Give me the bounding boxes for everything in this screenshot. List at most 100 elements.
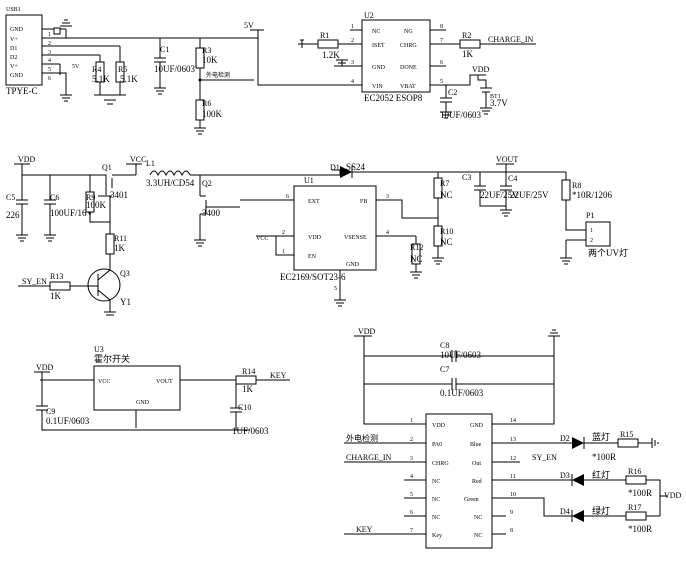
mcu-pin-key: Key [432,533,442,539]
vout-rail: VOUT [420,155,566,173]
r15-value: *100R [592,452,616,462]
chip-u2: U2 1 2 3 4 NC ISET GND VIN NG CHRG DONE … [336,11,470,103]
chip-mcu: 1 2 3 4 5 6 7 VDD PA0 CHRG NC NC NC Key … [404,413,520,549]
vdd-label-led: VDD [664,491,682,500]
u1-pin-gnd: GND [346,262,360,268]
usb-pin-vplus1: V+ [10,37,18,43]
svg-text:13: 13 [510,437,516,443]
svg-text:5: 5 [48,67,51,73]
u1-pin-en: EN [308,254,317,260]
svg-text:14: 14 [510,418,516,424]
resistor-r5: R5 5.1K [94,46,138,105]
c6-name: C6 [50,193,59,202]
svg-text:1: 1 [48,32,51,38]
resistor-r12: R12 NC [410,236,423,279]
mcu-net-key: KEY [356,525,373,534]
d2-name: D2 [560,434,570,443]
r1-value: 1.2K [322,50,340,60]
c10-name: C10 [238,403,251,412]
svg-text:12: 12 [510,456,516,462]
svg-text:3: 3 [386,194,389,200]
u1-part: EC2169/SOT23-6 [280,272,346,282]
r17-name: R17 [628,503,641,512]
svg-text:4: 4 [410,474,413,480]
mcu-pin-nc9: NC [474,515,482,521]
r10-value: NC [440,237,453,247]
c9-value: 0.1UF/0603 [46,416,90,426]
c5-value: 226 [6,210,20,220]
key-net-hall: KEY [270,371,287,380]
resistor-r6: R6 100K [194,99,223,135]
u2-pin-nc: NC [372,29,380,35]
c3-name: C3 [462,173,471,182]
c8-value: 10UF/0603 [440,350,482,360]
svg-text:3: 3 [410,456,413,462]
d1-part: SS24 [346,162,366,172]
r16-value: *100R [628,488,652,498]
r7-value: NC [440,190,453,200]
usb-pin-d1: D1 [10,46,17,52]
mcu-pin-nc6: NC [432,515,440,521]
p1-name: P1 [586,211,594,220]
u2-pin-chrg: CHRG [400,43,417,49]
r8-name: R8 [572,181,581,190]
q1-name: Q1 [102,163,112,172]
svg-text:3: 3 [48,50,51,56]
resistor-r11: R11 1K [105,196,127,266]
r13-value: 1K [50,291,62,301]
c4-name: C4 [508,174,517,183]
led-d2: D2 蓝灯 R15 *100R [520,430,659,462]
svg-text:6: 6 [410,510,413,516]
r14-value: 1K [242,384,254,394]
capacitor-c6: C6 100UF/16V [44,175,94,242]
capacitor-c10: C10 1UF/0603 [230,380,269,436]
c1-value: 10UF/0603 [154,64,196,74]
u3-pin-vcc: VCC [98,379,110,385]
r3-value: 10K [202,55,218,65]
svg-text:9: 9 [510,510,513,516]
capacitor-c5: C5 226 [6,175,28,242]
resistor-r10: R10 NC [432,225,453,265]
svg-text:1: 1 [410,418,413,424]
mcu-pin-pa0: PA0 [432,442,442,448]
resistor-r2: R2 1K CHARGE_IN [459,31,536,59]
mcu-pin-vdd: VDD [432,423,446,429]
u2-pin-vin: VIN [372,84,383,90]
vdd-label-mid: VDD [18,155,36,164]
u1-pin-fb: FB [360,199,367,205]
chip-u3: U3 霍尔开关 VCC VOUT GND [40,345,236,428]
u1-name: U1 [304,176,314,185]
svg-text:2: 2 [410,437,413,443]
c5-name: C5 [6,193,15,202]
r6-name: R6 [202,99,211,108]
d2-label: 蓝灯 [592,431,610,442]
diode-d1: D1 SS24 [330,162,420,178]
svg-text:7: 7 [410,528,413,534]
resistor-r7: R7 NC [433,172,453,226]
bt1-name: BT1 [490,94,501,100]
capacitor-c8: C8 10UF/0603 [364,341,554,362]
svg-text:6: 6 [440,60,443,66]
q3-name: Q3 [120,269,130,278]
u1-pin-ext: EXT [308,199,320,205]
charge-in-net: CHARGE_IN [488,35,534,44]
capacitor-c9: C9 0.1UF/0603 [36,380,250,431]
vdd-label-top: VDD [472,65,490,74]
r17-value: *100R [628,524,652,534]
p1-pin-2: 2 [590,238,593,244]
u2-pin-iset: ISET [372,43,385,49]
c7-name: C7 [440,365,449,374]
mcu-pin-blue: Blue [470,442,482,448]
d1-name: D1 [330,163,340,172]
r4-value: 5.1K [92,74,110,84]
svg-text:6: 6 [48,76,51,82]
vdd-rail-mid: VDD [14,155,100,176]
svg-text:7: 7 [440,38,443,44]
vdd-label-hall: VDD [36,363,54,372]
sy-en-net-left: SY_EN [22,277,47,286]
svg-text:2: 2 [351,38,354,44]
detect-net-label: 外电检测 [206,71,230,79]
svg-text:8: 8 [510,528,513,534]
svg-text:8: 8 [440,24,443,30]
svg-text:2: 2 [48,41,51,47]
